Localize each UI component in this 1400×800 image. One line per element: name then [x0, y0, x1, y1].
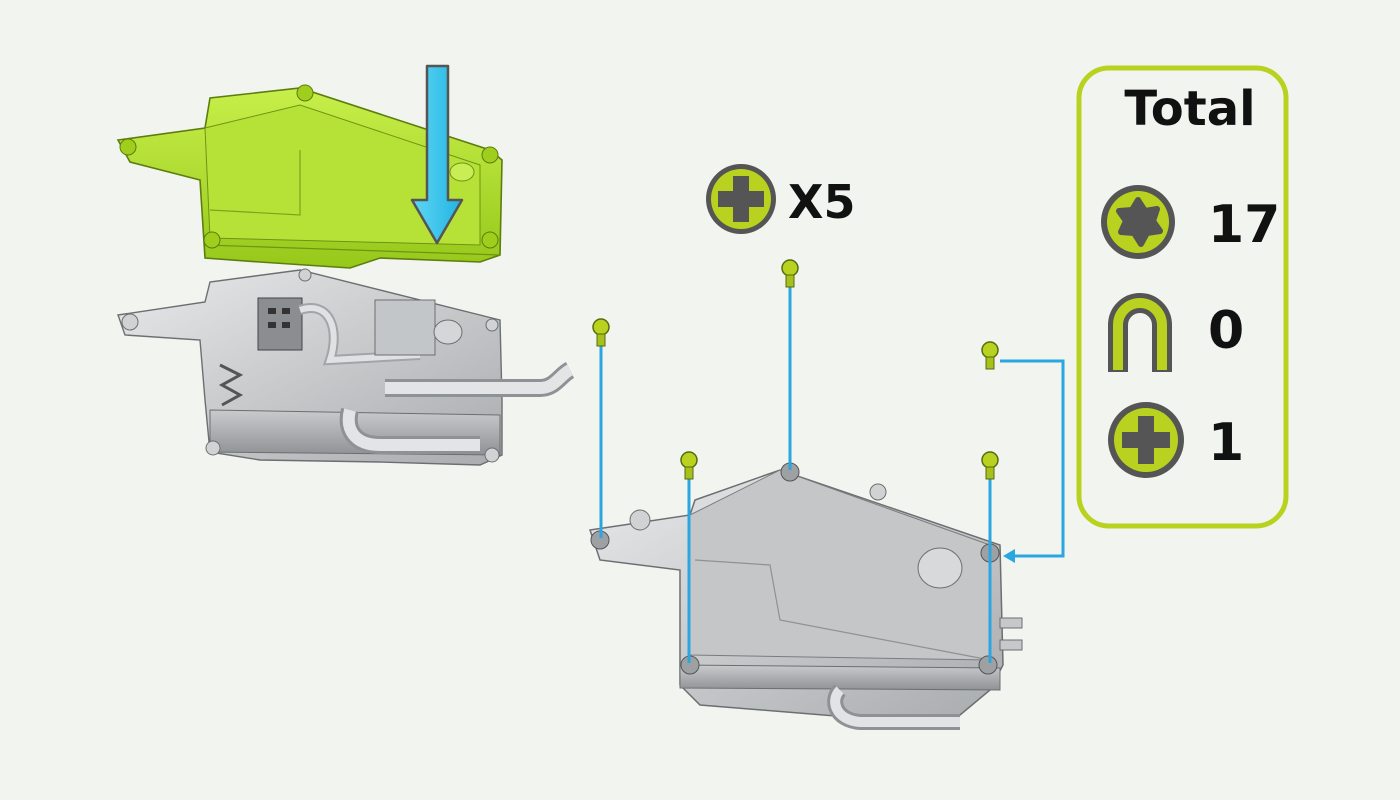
- clip-icon: [1108, 293, 1172, 372]
- phillips-screw-icon: [1108, 402, 1184, 478]
- guide-arrowhead: [1003, 549, 1015, 563]
- open-housing-part: [117, 268, 575, 466]
- torx-screw-icon: [1101, 185, 1175, 259]
- screw-4: [981, 451, 999, 480]
- insert-down-arrow: [410, 64, 464, 245]
- clip-count: 0: [1208, 301, 1244, 361]
- torx-count: 17: [1208, 195, 1280, 255]
- screw-type-callout: X5: [706, 164, 855, 234]
- screw-2: [781, 259, 799, 288]
- screw-5: [981, 341, 999, 370]
- screw-1: [592, 318, 610, 347]
- total-title: Total: [1124, 81, 1255, 137]
- phillips-count: 1: [1208, 413, 1244, 473]
- closed-housing-part: [589, 462, 1023, 730]
- screw-count-label: X5: [788, 175, 855, 229]
- screw-3: [680, 451, 698, 480]
- total-panel: Total 17 0 1: [1076, 65, 1289, 529]
- screw-guide-lines: [599, 284, 1065, 663]
- green-cover-part: [116, 84, 503, 269]
